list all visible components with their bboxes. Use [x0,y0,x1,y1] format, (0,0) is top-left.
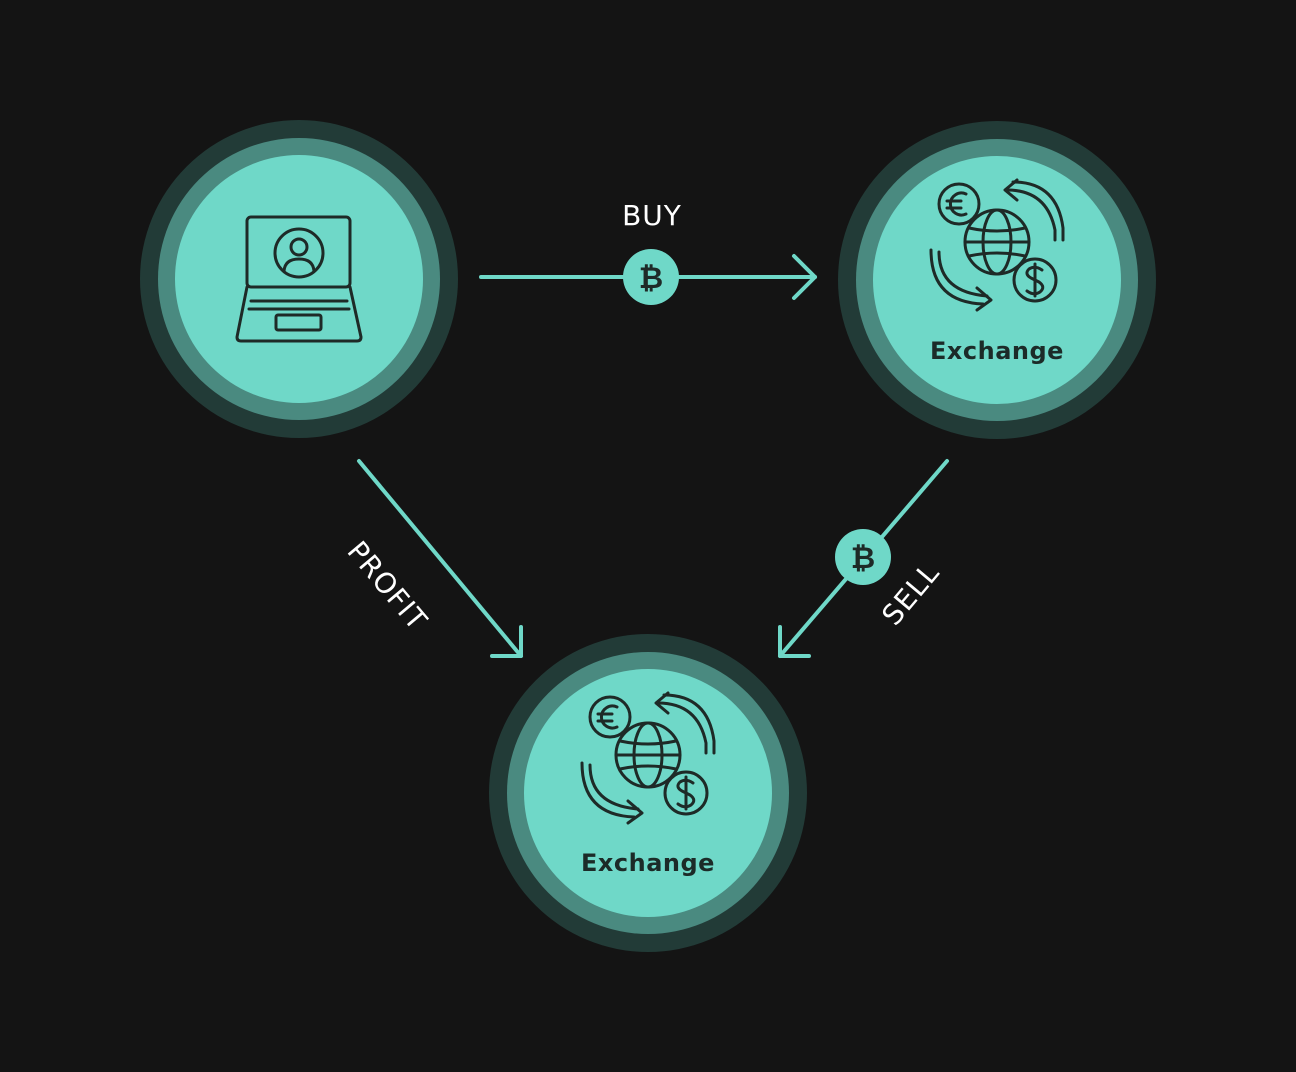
exchange-node-right: Exchange [838,121,1156,439]
buy-label: BUY [622,199,682,232]
sell-bitcoin-badge: ₿ [835,529,891,585]
profit-label: PROFIT [341,535,434,637]
bitcoin-icon: ₿ [639,261,663,296]
user-node [140,120,458,438]
profit-arrow [357,459,523,658]
buy-bitcoin-badge: ₿ [623,249,679,305]
exchange-node-bottom: Exchange [489,634,807,952]
laptop-user-icon [235,215,363,343]
exchange-right-label: Exchange [930,337,1064,365]
bitcoin-icon: ₿ [851,541,875,576]
exchange-bottom-label: Exchange [581,849,715,877]
